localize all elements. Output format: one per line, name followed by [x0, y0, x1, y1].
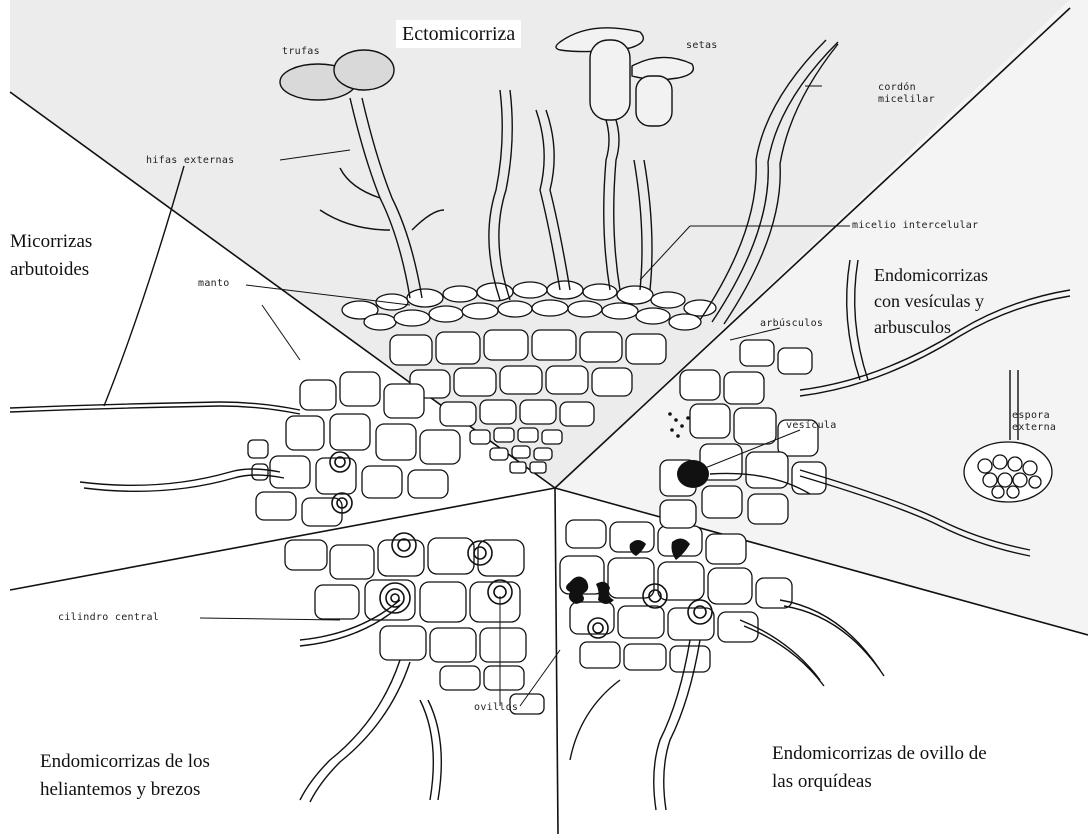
label-setas: setas	[686, 40, 718, 52]
label-trufas: trufas	[282, 46, 320, 58]
external-spore	[964, 442, 1052, 502]
label-endomicorrizas-orquideas: Endomicorrizas de ovillo de las orquídea…	[772, 740, 987, 796]
label-vesicula: vesícula	[786, 420, 837, 432]
vesicle-shape	[677, 460, 709, 488]
label-cordon-micelilar: cordón micelilar	[878, 82, 935, 106]
label-ovillos: ovillos	[474, 702, 518, 714]
label-cilindro-central: cilindro central	[58, 612, 159, 624]
label-arbusculos: arbúsculos	[760, 318, 823, 330]
label-endomicorrizas-heliantemos: Endomicorrizas de los heliantemos y brez…	[40, 748, 210, 804]
label-hifas-externas: hifas externas	[146, 155, 235, 167]
label-manto: manto	[198, 278, 230, 290]
label-micorrizas-arbutoides: Micorrizas arbutoides	[10, 228, 92, 284]
label-espora-externa: espora externa	[1012, 410, 1056, 434]
label-endomicorrizas-vesiculas: Endomicorrizas con vesículas y arbusculo…	[874, 262, 988, 340]
label-micelio-intercelular: micelio intercelular	[852, 220, 978, 232]
label-ectomicorriza: Ectomicorriza	[396, 20, 521, 48]
